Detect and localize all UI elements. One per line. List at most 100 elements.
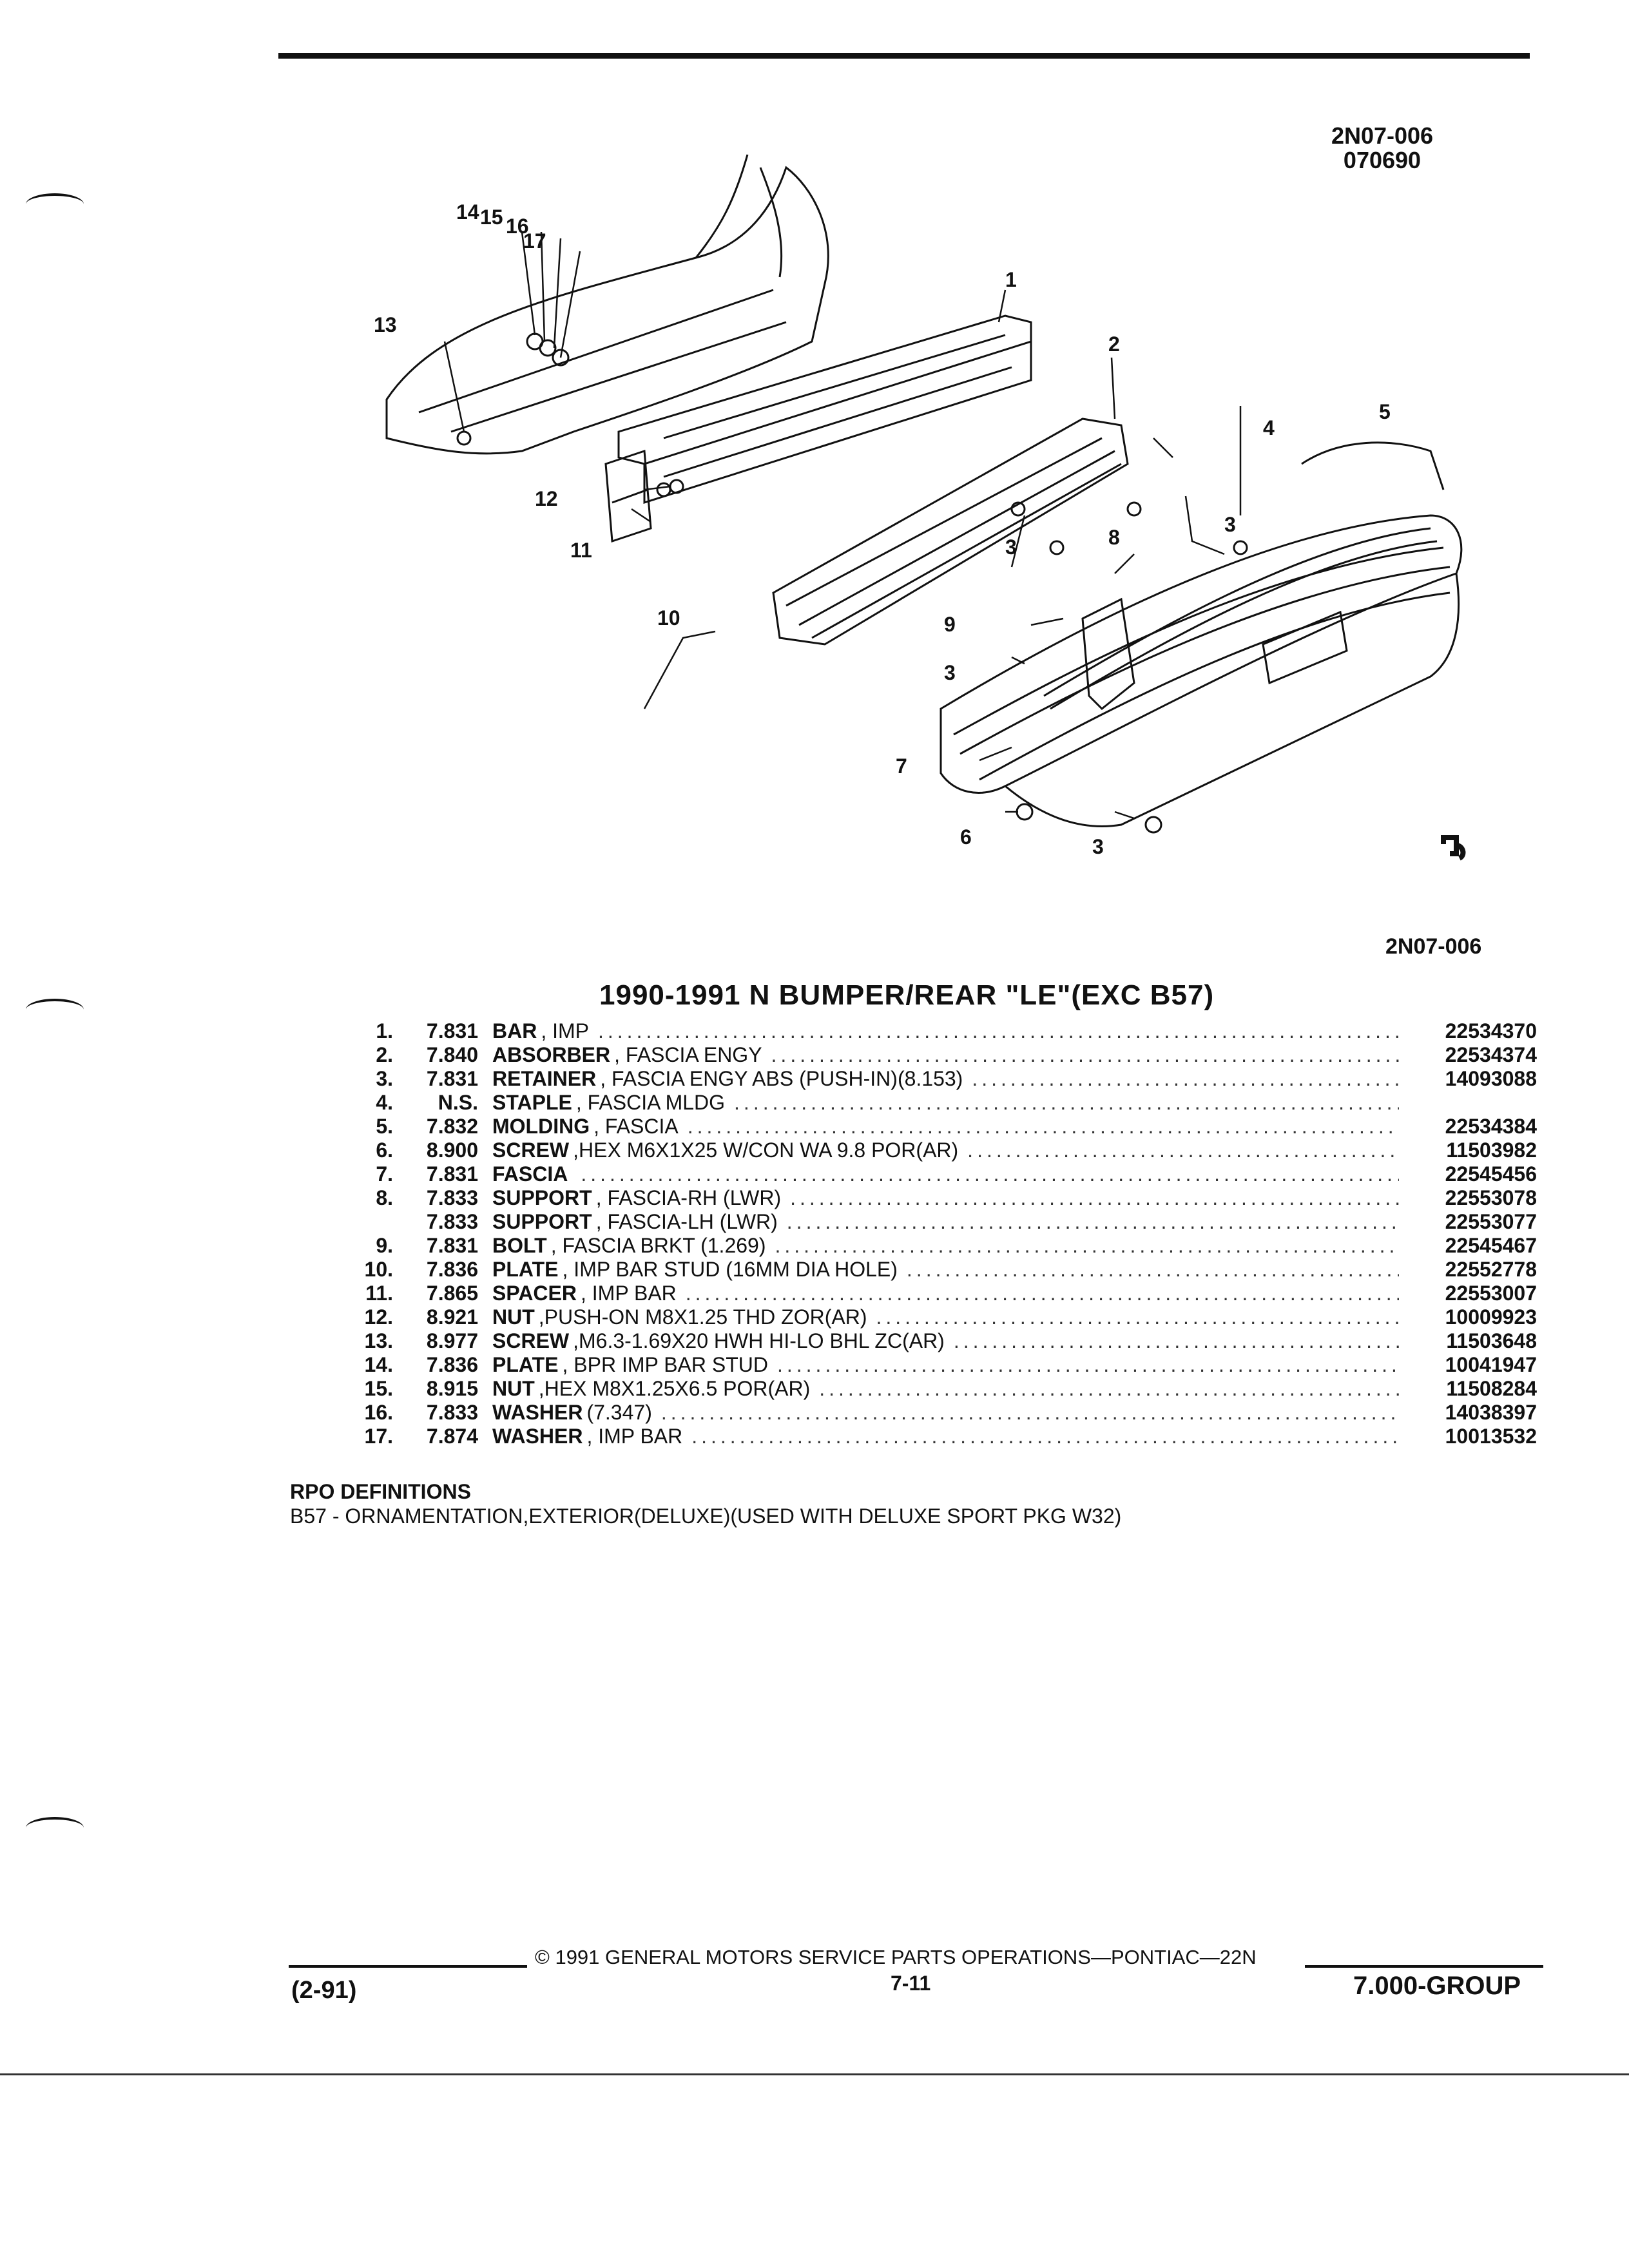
illustration-number: N.S. — [438, 1091, 478, 1114]
part-number: 11508284 — [1446, 1377, 1537, 1400]
dot-leader — [581, 1162, 1399, 1186]
part-number: 22534374 — [1445, 1043, 1537, 1066]
part-detail: , FASCIA ENGY ABS (PUSH-IN)(8.153) — [600, 1067, 963, 1090]
item-number: 12. — [364, 1305, 393, 1329]
callout-3b: 3 — [1005, 535, 1017, 559]
dot-leader — [691, 1425, 1399, 1448]
bumper-diagram-svg: 14 15 16 17 13 1 2 4 5 3 3 8 9 3 7 6 3 1… — [374, 154, 1466, 861]
callout-10: 10 — [657, 606, 680, 629]
part-description: SUPPORT, FASCIA-LH (LWR) — [492, 1210, 1408, 1234]
dot-leader — [734, 1091, 1399, 1115]
part-name: MOLDING — [492, 1115, 590, 1138]
item-number: 2. — [376, 1043, 393, 1066]
dot-leader — [972, 1067, 1399, 1091]
fascia-molding — [1043, 527, 1438, 710]
part-detail: , IMP BAR STUD (16MM DIA HOLE) — [562, 1258, 898, 1281]
illustration-number: 7.832 — [426, 1115, 478, 1138]
dot-leader — [775, 1234, 1399, 1258]
dot-leader — [907, 1258, 1399, 1282]
dot-leader — [787, 1210, 1399, 1234]
callout-17: 17 — [523, 229, 546, 253]
part-name: NUT — [492, 1305, 535, 1329]
part-name: BOLT — [492, 1234, 547, 1257]
part-detail: , FASCIA BRKT (1.269) — [550, 1234, 766, 1257]
parts-row: 6. 8.900 SCREW,HEX M6X1X25 W/CON WA 9.8 PO… — [361, 1139, 1537, 1162]
body-rear-panel — [385, 166, 829, 455]
figure-id: 2N07-006 070690 — [1308, 124, 1456, 173]
part-number: 22552778 — [1445, 1258, 1537, 1281]
part-detail: , BPR IMP BAR STUD — [562, 1353, 768, 1376]
part-description: FASCIA — [492, 1162, 1408, 1186]
callout-2: 2 — [1108, 332, 1120, 356]
illustration-number: 7.833 — [426, 1401, 478, 1424]
footer-copyright: © 1991 GENERAL MOTORS SERVICE PARTS OPER… — [535, 1946, 1257, 1968]
part-detail: (7.347) — [586, 1401, 652, 1424]
callout-labels: 14 15 16 17 13 1 2 4 5 3 3 8 9 3 7 6 3 1… — [374, 200, 1391, 858]
illustration-number: 7.831 — [426, 1162, 478, 1186]
part-description: SCREW,HEX M6X1X25 W/CON WA 9.8 POR(AR) — [492, 1139, 1408, 1162]
rpo-heading: RPO DEFINITIONS — [290, 1480, 471, 1503]
callout-16: 16 — [506, 215, 529, 238]
part-description: SCREW,M6.3-1.69X20 HWH HI-LO BHL ZC(AR) — [492, 1329, 1408, 1353]
item-number: 17. — [364, 1425, 393, 1448]
dot-leader — [876, 1305, 1399, 1329]
part-description: STAPLE, FASCIA MLDG — [492, 1091, 1408, 1115]
part-description: SPACER, IMP BAR — [492, 1282, 1408, 1305]
callout-11: 11 — [570, 539, 592, 562]
item-number: 15. — [364, 1377, 393, 1400]
callout-1: 1 — [1005, 268, 1017, 291]
item-number: 4. — [376, 1091, 393, 1114]
dot-leader — [688, 1115, 1399, 1139]
part-detail: ,HEX M8X1.25X6.5 POR(AR) — [538, 1377, 811, 1400]
footer-date-code: (2-91) — [291, 1977, 357, 2004]
callout-12: 12 — [535, 487, 558, 510]
part-description: NUT,PUSH-ON M8X1.25 THD ZOR(AR) — [492, 1305, 1408, 1329]
part-name: SCREW — [492, 1329, 570, 1352]
part-number: 10041947 — [1445, 1353, 1537, 1376]
illustration-number: 8.900 — [426, 1139, 478, 1162]
part-name: SUPPORT — [492, 1210, 592, 1233]
item-number: 13. — [364, 1329, 393, 1352]
part-detail: , IMP BAR — [586, 1425, 683, 1448]
part-number: 14038397 — [1445, 1401, 1537, 1424]
bracket-left — [604, 449, 652, 543]
part-detail: , FASCIA-LH (LWR) — [595, 1210, 778, 1233]
parts-row: 4. N.S. STAPLE, FASCIA MLDG — [361, 1091, 1537, 1115]
dot-leader — [777, 1353, 1399, 1377]
part-name: ABSORBER — [492, 1043, 611, 1066]
margin-mark — [26, 999, 84, 1021]
callout-7: 7 — [896, 754, 907, 778]
exploded-parts-diagram: 14 15 16 17 13 1 2 4 5 3 3 8 9 3 7 6 3 1… — [361, 129, 1495, 928]
callout-3c: 3 — [944, 661, 956, 684]
part-description: SUPPORT, FASCIA-RH (LWR) — [492, 1186, 1408, 1210]
footer-rule-left — [289, 1965, 527, 1968]
callout-9: 9 — [944, 613, 956, 636]
part-name: BAR — [492, 1019, 537, 1043]
footer-page-number: 7-11 — [891, 1972, 931, 1995]
part-name: NUT — [492, 1377, 535, 1400]
part-name: STAPLE — [492, 1091, 572, 1114]
part-detail: , FASCIA MLDG — [575, 1091, 726, 1114]
illustration-number: 7.833 — [426, 1186, 478, 1209]
callout-5: 5 — [1379, 400, 1391, 423]
figure-code: 2N07-006 — [1331, 122, 1434, 149]
dot-leader — [686, 1282, 1399, 1305]
part-description: NUT,HEX M8X1.25X6.5 POR(AR) — [492, 1377, 1408, 1401]
part-detail: ,M6.3-1.69X20 HWH HI-LO BHL ZC(AR) — [573, 1329, 945, 1352]
figure-ref-bottom: 2N07-006 — [1385, 934, 1482, 959]
part-name: SPACER — [492, 1282, 577, 1305]
part-detail: ,HEX M6X1X25 W/CON WA 9.8 POR(AR) — [573, 1139, 959, 1162]
part-name: PLATE — [492, 1353, 559, 1376]
illustration-number: 7.865 — [426, 1282, 478, 1305]
item-number: 6. — [376, 1139, 393, 1162]
callout-14: 14 — [456, 200, 479, 224]
part-description: MOLDING, FASCIA — [492, 1115, 1408, 1139]
illustration-number: 7.831 — [426, 1019, 478, 1043]
